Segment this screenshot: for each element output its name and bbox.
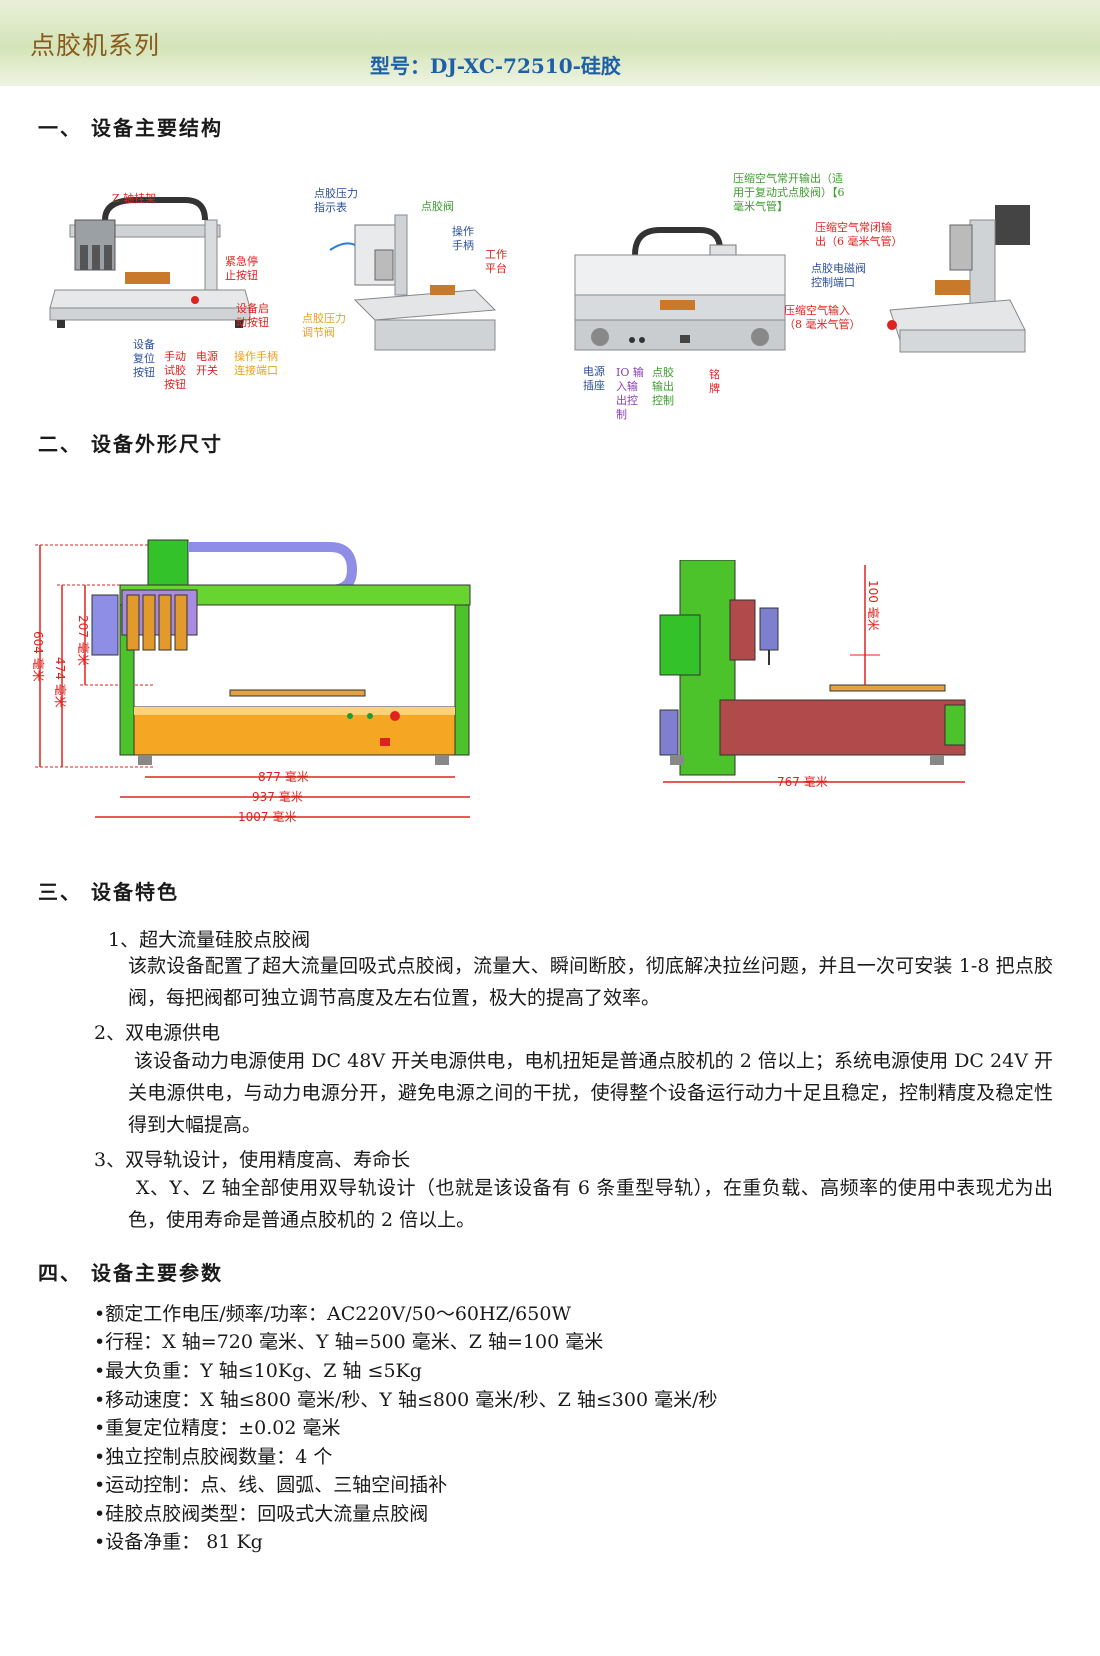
param-voltage: •额定工作电压/频率/功率：AC220V/50～60HZ/650W (94, 1303, 571, 1325)
machine-photo-angle (887, 205, 1030, 353)
param-accuracy: •重复定位精度：±0.02 毫米 (94, 1417, 341, 1439)
label-work-table: 工作 平台 (485, 248, 507, 275)
feature-1-title: 1、超大流量硅胶点胶阀 (108, 929, 311, 951)
feature-3-body: X、Y、Z 轴全部使用双导轨设计（也就是该设备有 6 条重型导轨），在重负载、高… (128, 1177, 1053, 1231)
dimension-drawing-front: 877 毫米 937 毫米 1007 毫米 604 毫米 474 毫米 207 … (31, 539, 471, 824)
label-solenoid-port: 点胶电磁阀 控制端口 (811, 262, 866, 289)
section-title-dimensions: 二、 设备外形尺寸 (38, 432, 223, 456)
feature-2-body: 该设备动力电源使用 DC 48V 开关电源供电，电机扭矩是普通点胶机的 2 倍以… (128, 1050, 1053, 1136)
section-title-structure: 一、 设备主要结构 (38, 116, 223, 140)
param-weight: •设备净重： 81 Kg (94, 1531, 263, 1553)
label-power-socket: 电源 插座 (583, 365, 605, 392)
label-handle: 操作 手柄 (452, 225, 474, 252)
dim-height-top: 207 毫米 (76, 615, 91, 666)
dim-w2: 937 毫米 (252, 789, 303, 804)
label-z-bracket: Z 轴挂架 (112, 192, 157, 205)
label-nameplate: 铭 牌 (709, 368, 720, 395)
section-title-features: 三、 设备特色 (38, 880, 179, 904)
param-speed: •移动速度：X 轴≤800 毫米/秒、Y 轴≤800 毫米/秒、Z 轴≤300 … (94, 1389, 718, 1411)
dim-height-mid: 474 毫米 (53, 657, 68, 708)
feature-1-body: 该款设备配置了超大流量回吸式点胶阀，流量大、瞬间断胶，彻底解决拉丝问题，并且一次… (128, 955, 1053, 1009)
label-valve: 点胶阀 (421, 200, 454, 213)
feature-2-title: 2、双电源供电 (94, 1022, 221, 1044)
dim-w1: 877 毫米 (258, 769, 309, 784)
label-reset-button: 设备 复位 按钮 (133, 338, 155, 379)
model-title: 型号：DJ-XC-72510-硅胶 (370, 54, 621, 78)
param-load: •最大负重：Y 轴≤10Kg、Z 轴 ≤5Kg (94, 1360, 422, 1382)
header-band (0, 0, 1100, 86)
section-title-params: 四、 设备主要参数 (38, 1261, 223, 1285)
series-title: 点胶机系列 (30, 31, 161, 60)
label-air-in: 压缩空气输入 （8 毫米气管） (784, 304, 861, 331)
dim-depth: 767 毫米 (777, 774, 828, 789)
label-pressure-valve: 点胶压力 调节阀 (302, 312, 346, 339)
label-io-control: IO 输 入输 出控 制 (616, 366, 644, 421)
dim-height-total: 604 毫米 (31, 631, 46, 682)
param-valve-type: •硅胶点胶阀类型：回吸式大流量点胶阀 (94, 1503, 429, 1525)
param-valve-count: •独立控制点胶阀数量：4 个 (94, 1446, 333, 1468)
machine-photo-front (49, 197, 251, 328)
dim-w3: 1007 毫米 (238, 809, 296, 824)
dimension-drawing-side: 100 毫米 767 毫米 (659, 560, 966, 789)
label-emergency-stop: 紧急停 止按钮 (225, 255, 258, 282)
label-power-switch: 电源 开关 (196, 350, 218, 377)
dim-z-travel: 100 毫米 (866, 580, 881, 631)
label-start-button: 设备启 动按钮 (236, 302, 269, 329)
feature-3-title: 3、双导轨设计，使用精度高、寿命长 (94, 1149, 411, 1171)
label-air-no-out: 压缩空气常开输出（适 用于复动式点胶阀）【6 毫米气管】 (733, 172, 845, 213)
machine-photo-rear (574, 227, 786, 351)
label-dispense-out: 点胶 输出 控制 (652, 366, 674, 407)
machine-photo-side (329, 214, 497, 351)
label-air-nc-out: 压缩空气常闭输 出（6 毫米气管） (815, 221, 903, 248)
label-pressure-gauge: 点胶压力 指示表 (314, 187, 358, 214)
label-manual-test: 手动 试胶 按钮 (164, 350, 186, 391)
label-handle-port: 操作手柄 连接端口 (234, 350, 278, 377)
param-motion-control: •运动控制：点、线、圆弧、三轴空间插补 (94, 1474, 448, 1496)
param-travel: •行程：X 轴=720 毫米、Y 轴=500 毫米、Z 轴=100 毫米 (94, 1331, 604, 1353)
